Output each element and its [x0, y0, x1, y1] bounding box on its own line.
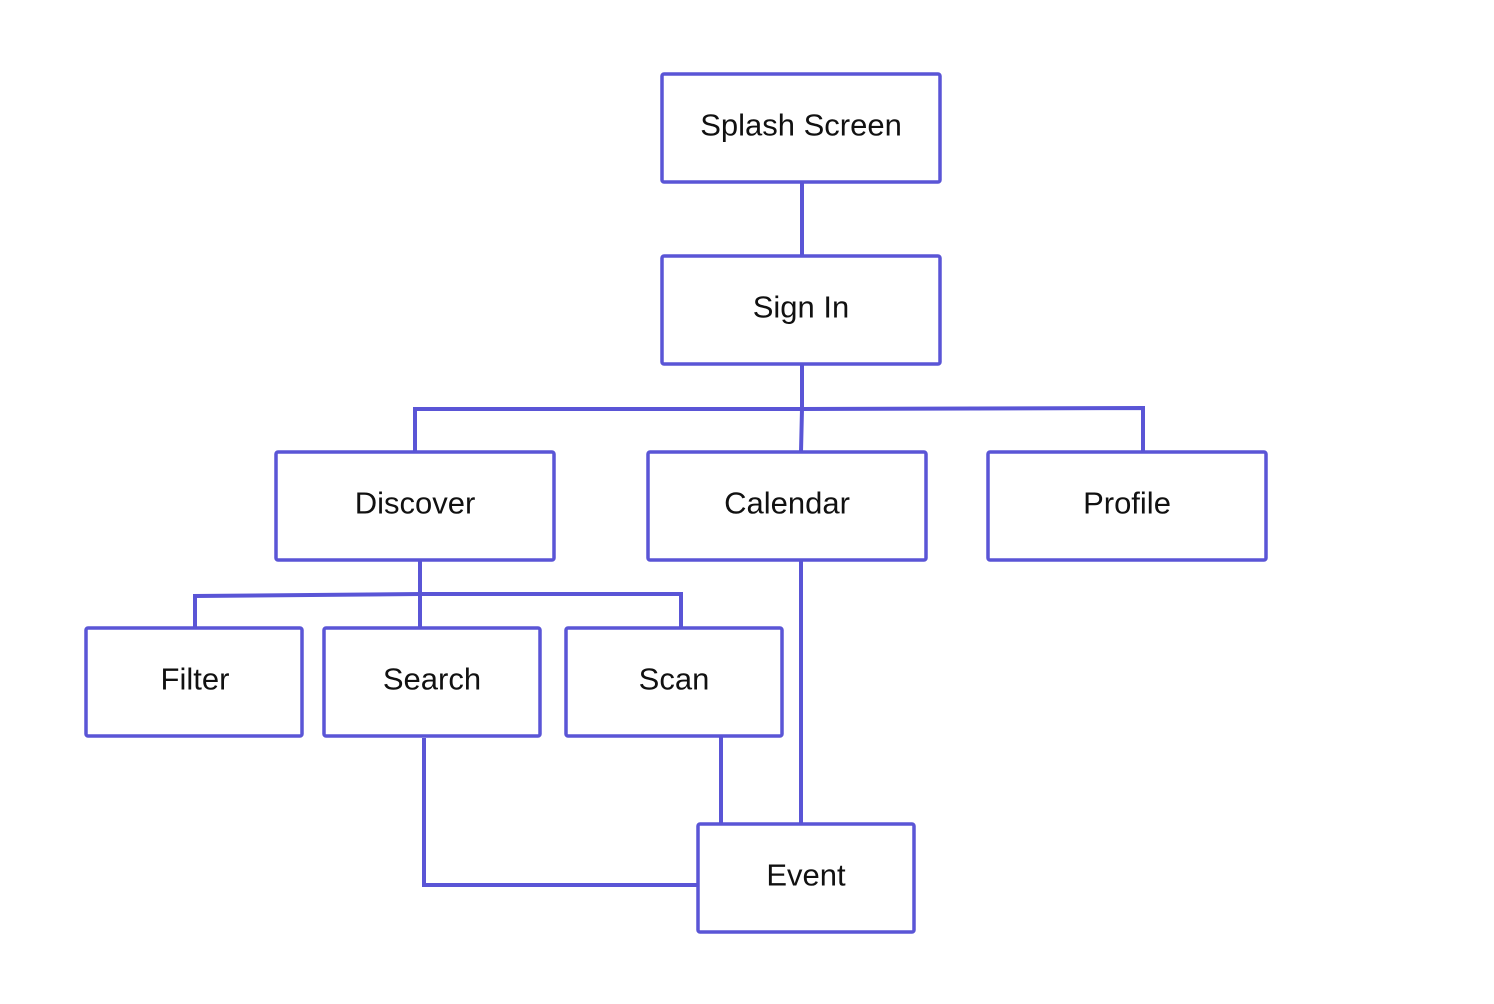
node-search[interactable]: Search	[322, 626, 542, 738]
connector-discover-to-filter	[193, 591, 423, 630]
node-filter[interactable]: Filter	[84, 626, 304, 738]
connector-signin-to-calendar	[798, 406, 805, 455]
node-event[interactable]: Event	[696, 822, 916, 934]
connector-signin-to-profile	[799, 405, 1145, 454]
node-profile[interactable]: Profile	[986, 450, 1268, 562]
connectors	[193, 181, 1145, 887]
connector-search-to-event	[422, 738, 700, 887]
node-label: Scan	[639, 662, 710, 697]
node-discover[interactable]: Discover	[274, 450, 556, 562]
node-label: Calendar	[724, 486, 850, 521]
node-label: Sign In	[753, 290, 850, 325]
node-label: Splash Screen	[700, 108, 902, 143]
node-sign-in[interactable]: Sign In	[660, 254, 942, 366]
node-label: Filter	[161, 662, 230, 697]
node-label: Discover	[355, 486, 476, 521]
node-label: Profile	[1083, 486, 1171, 521]
connector-signin-to-discover	[413, 363, 804, 454]
connector-discover-to-scan	[418, 592, 683, 630]
node-label: Search	[383, 662, 481, 697]
node-label: Event	[766, 858, 846, 893]
node-splash-screen[interactable]: Splash Screen	[660, 72, 942, 184]
node-scan[interactable]: Scan	[564, 626, 784, 738]
node-calendar[interactable]: Calendar	[646, 450, 928, 562]
